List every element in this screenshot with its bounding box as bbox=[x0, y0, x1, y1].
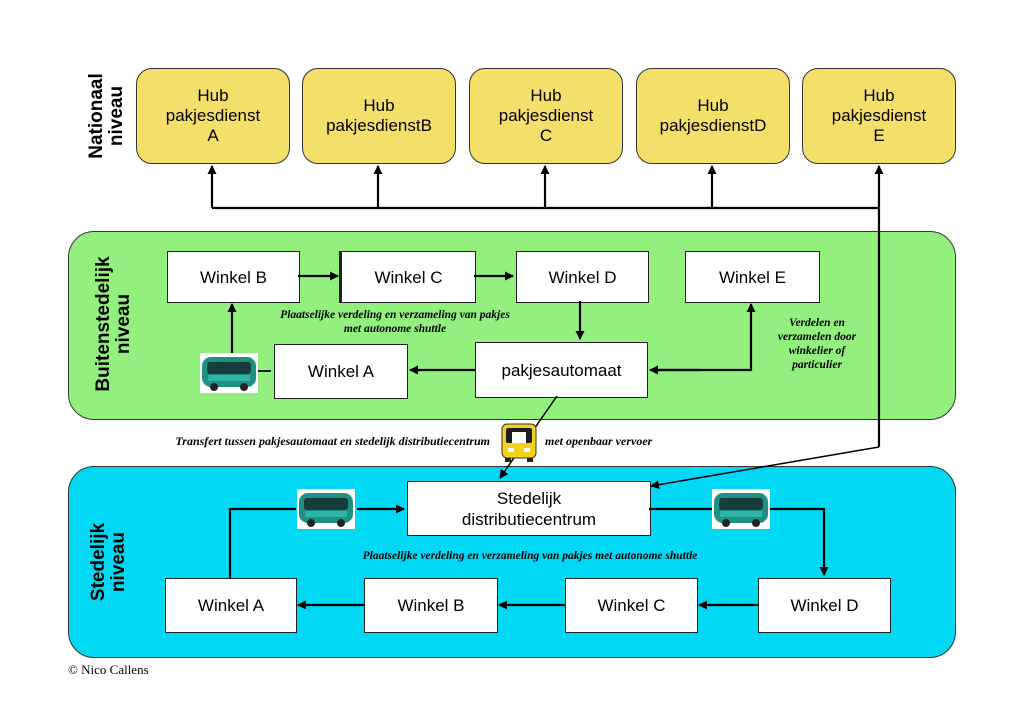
public-bus-icon bbox=[501, 423, 537, 462]
hub-a: Hub pakjesdienst A bbox=[136, 68, 290, 164]
urban-winkel-c: Winkel C bbox=[565, 578, 698, 633]
outer-winkel-d: Winkel D bbox=[516, 251, 649, 303]
urban-shuttle-note: Plaatselijke verdeling en verzameling va… bbox=[362, 550, 698, 562]
arrow-a-to-sdc bbox=[228, 507, 296, 578]
hub-b-line2: pakjesdienstB bbox=[326, 116, 432, 135]
hub-e-line1: Hub bbox=[863, 86, 895, 105]
sdc-line1: Stedelijk bbox=[496, 488, 562, 508]
hub-d: Hub pakjesdienstD bbox=[636, 68, 790, 164]
hub-b: Hub pakjesdienstB bbox=[302, 68, 456, 164]
outer-shuttle-note-line2: met autonome shuttle bbox=[343, 323, 447, 335]
hub-c-line1: Hub bbox=[530, 86, 562, 105]
hub-c: Hub pakjesdienst C bbox=[469, 68, 623, 164]
hub-a-line2: pakjesdienst bbox=[165, 106, 261, 125]
outer-shuttle-note: Plaatselijke verdeling en verzameling va… bbox=[230, 308, 560, 336]
outer-winkel-e: Winkel E bbox=[685, 251, 820, 303]
hub-d-line2: pakjesdienstD bbox=[659, 116, 767, 135]
hub-e: Hub pakjesdienst E bbox=[802, 68, 956, 164]
urban-winkel-b: Winkel B bbox=[364, 578, 498, 633]
urban-winkel-d: Winkel D bbox=[758, 578, 891, 633]
autonomous-shuttle-icon bbox=[297, 489, 355, 529]
winkelier-note: Verdelen en verzamelen door winkelier of… bbox=[762, 316, 872, 372]
arrow-hub-to-sdc bbox=[650, 446, 880, 490]
transfer-note-public-transport: met openbaar vervoer bbox=[545, 434, 653, 448]
hub-a-line1: Hub bbox=[197, 86, 229, 105]
outer-winkel-a: Winkel A bbox=[274, 344, 408, 399]
arrow-automaat-e bbox=[652, 303, 756, 372]
copyright-credit: © Nico Callens bbox=[68, 662, 149, 677]
hub-c-line2: pakjesdienst bbox=[498, 106, 594, 125]
winkelier-note-line1: Verdelen en bbox=[789, 317, 845, 329]
winkelier-note-line3: winkelier of bbox=[788, 345, 846, 357]
outer-shuttle-note-line1: Plaatselijke verdeling en verzameling va… bbox=[280, 309, 510, 321]
winkelier-note-line2: verzamelen door bbox=[777, 331, 857, 343]
autonomous-shuttle-icon bbox=[712, 489, 770, 529]
hub-d-line1: Hub bbox=[697, 96, 729, 115]
hub-c-line3: C bbox=[539, 126, 553, 145]
transfer-note: Transfert tussen pakjesautomaat en stede… bbox=[175, 434, 490, 448]
urban-winkel-a: Winkel A bbox=[165, 578, 297, 633]
winkelier-note-line4: particulier bbox=[792, 359, 842, 371]
hub-e-line2: pakjesdienst bbox=[831, 106, 927, 125]
hub-a-line3: A bbox=[207, 126, 219, 145]
pakjesautomaat: pakjesautomaat bbox=[475, 342, 648, 398]
outer-winkel-c: Winkel C bbox=[341, 251, 476, 303]
sdc-line2: distributiecentrum bbox=[461, 509, 597, 529]
arrow-shuttle-to-d bbox=[770, 507, 829, 576]
hub-b-line1: Hub bbox=[363, 96, 395, 115]
hub-e-line3: E bbox=[873, 126, 885, 145]
outer-winkel-b: Winkel B bbox=[167, 251, 300, 303]
autonomous-shuttle-icon bbox=[200, 353, 258, 393]
stedelijk-distributiecentrum: Stedelijk distributiecentrum bbox=[407, 481, 651, 536]
